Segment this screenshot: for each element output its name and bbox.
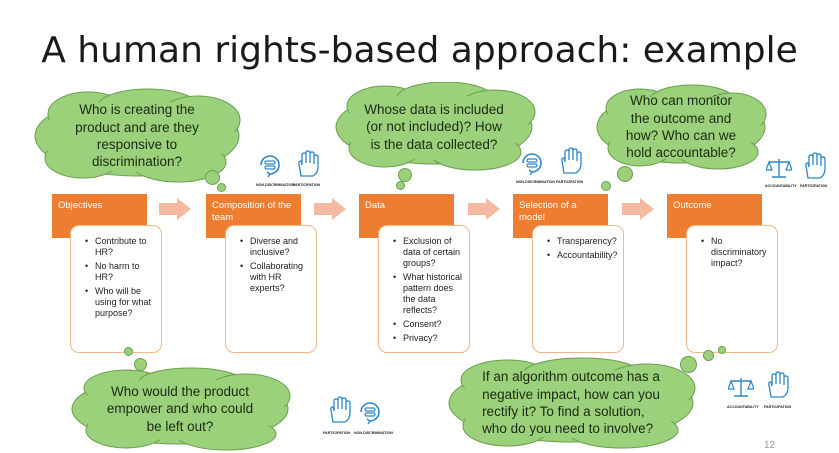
step-card-data: Exclusion of data of certain groups?What… — [378, 225, 470, 353]
cloud-shape — [34, 88, 241, 183]
bullet: Exclusion of data of certain groups? — [393, 236, 463, 269]
accountability-icon — [727, 376, 755, 398]
bullet: Collaborating with HR experts? — [240, 261, 310, 294]
icon-label: PARTICIPATION — [556, 180, 584, 184]
icon-label: NON-DISCRIMINATION — [256, 183, 295, 187]
participation-icon — [327, 396, 351, 424]
flow-arrow — [159, 198, 191, 220]
icon-label: ACCOUNTABILITY — [727, 405, 759, 409]
bullet: Privacy? — [393, 333, 463, 344]
participation-icon — [765, 371, 789, 399]
cloud-bubble — [680, 356, 697, 373]
cloud-bubble — [217, 183, 226, 192]
icon-label: NON-DISCRIMINATION — [516, 180, 555, 184]
bullet: Contribute to HR? — [85, 236, 155, 258]
icon-label: NON-DISCRIMINATION — [354, 431, 393, 435]
flow-arrow — [468, 198, 500, 220]
page-title: A human rights-based approach: example — [41, 30, 798, 71]
cloud-bubble — [718, 346, 726, 354]
accountability-icon — [765, 157, 793, 179]
step-card-model: Transparency? Accountability? — [532, 225, 624, 353]
flow-arrow — [622, 198, 654, 220]
non-discrimination-icon — [357, 399, 383, 425]
bullet: Consent? — [393, 319, 463, 330]
bullet: No discriminatory impact? — [701, 236, 771, 269]
cloud-bubble — [134, 358, 147, 371]
cloud-text: If an algorithm outcome has a negative i… — [482, 369, 660, 437]
bullet: Accountability? — [547, 250, 618, 261]
cloud-bubble — [601, 181, 611, 191]
thought-cloud-team: Who is creating the product and are they… — [28, 88, 246, 184]
cloud-bubble — [703, 350, 714, 361]
page-number: 12 — [764, 440, 776, 451]
cloud-text: Who is creating the product and are they… — [75, 102, 199, 170]
bullet: Diverse and inclusive? — [240, 236, 310, 258]
cloud-shape — [448, 357, 696, 449]
participation-icon — [558, 147, 582, 175]
cloud-shape — [71, 367, 291, 451]
cloud-shape — [335, 82, 536, 171]
non-discrimination-icon — [257, 152, 283, 178]
flow-arrow — [314, 198, 346, 220]
non-discrimination-icon — [519, 150, 545, 176]
step-card-outcome: No discriminatory impact? — [686, 225, 778, 353]
cloud-bubble — [124, 347, 133, 356]
thought-cloud-outcome: Who can monitor the outcome and how? Who… — [592, 84, 770, 170]
icon-label: ACCOUNTABILITY — [765, 184, 797, 188]
cloud-shape — [596, 84, 767, 170]
bullet: What historical pattern does the data re… — [393, 272, 463, 316]
icon-label: PARTICIPATION — [293, 183, 321, 187]
bullet: Transparency? — [547, 236, 617, 247]
participation-icon — [295, 150, 319, 178]
step-card-composition: Diverse and inclusive? Collaborating with… — [225, 225, 317, 353]
thought-cloud-rectify: If an algorithm outcome has a negative i… — [442, 356, 700, 450]
step-card-objectives: Contribute to HR? No harm to HR? Who will … — [70, 225, 162, 353]
icon-label: PARTICIPATION — [764, 405, 792, 409]
icon-label: PARTICIPATION — [323, 431, 351, 435]
cloud-text: Whose data is included (or not included)… — [364, 102, 504, 152]
thought-cloud-data: Whose data is included (or not included)… — [330, 82, 538, 172]
cloud-text: Who can monitor the outcome and how? Who… — [625, 93, 737, 161]
cloud-bubble — [205, 170, 220, 185]
cloud-bubble — [396, 181, 405, 190]
participation-icon — [802, 152, 826, 180]
icon-label: PARTICIPATION — [800, 184, 828, 188]
cloud-bubble — [398, 168, 412, 182]
cloud-bubble — [617, 166, 633, 182]
bullet: No harm to HR? — [85, 261, 155, 283]
bullet: Who will be using for what purpose? — [85, 286, 155, 319]
cloud-text: Who would the product empower and who co… — [106, 384, 254, 434]
thought-cloud-empower: Who would the product empower and who co… — [66, 366, 294, 452]
